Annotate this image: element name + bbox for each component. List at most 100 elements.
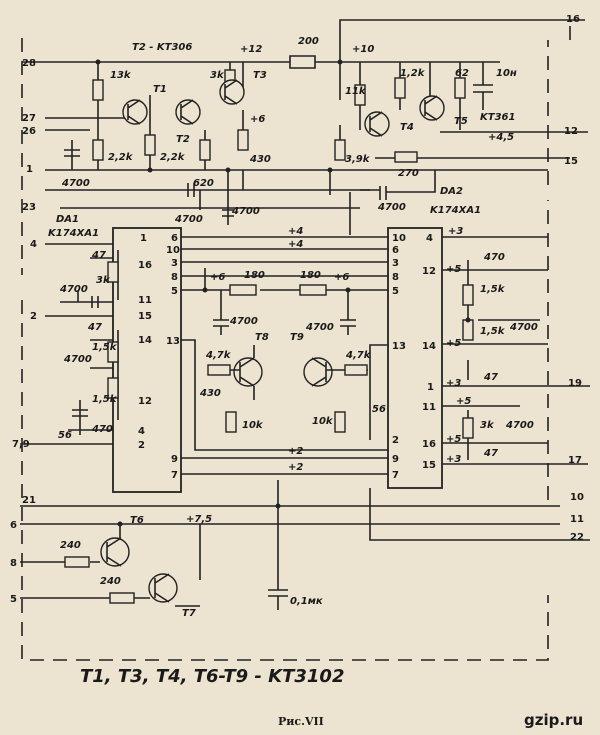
da2-pin-4: 4 bbox=[426, 233, 433, 244]
da2-pin-1: 1 bbox=[427, 382, 434, 393]
da1-pin-6: 6 bbox=[171, 233, 178, 244]
terminal-15: 15 bbox=[564, 156, 578, 167]
terminal-6: 6 bbox=[10, 520, 17, 531]
da1-pin-8: 8 bbox=[171, 272, 178, 283]
terminal-12: 12 bbox=[564, 126, 578, 137]
chip-wires bbox=[20, 236, 590, 475]
value-430-mid: 430 bbox=[199, 388, 221, 399]
rail-plus2-a: +2 bbox=[288, 446, 303, 457]
transistor-t1 bbox=[122, 99, 148, 125]
value-4700-i: 4700 bbox=[505, 420, 534, 431]
da2-pin-10: 10 bbox=[392, 233, 406, 244]
da2-pin-3: 3 bbox=[392, 258, 399, 269]
rail-plus6-b: +6 bbox=[334, 272, 349, 283]
da2-pin-7: 7 bbox=[392, 470, 399, 481]
value-4-7k-b: 4,7k bbox=[345, 350, 372, 361]
value-180-b: 180 bbox=[300, 270, 321, 281]
value-1-5k-c: 1,5k bbox=[480, 284, 506, 295]
da1-pin-16: 16 bbox=[138, 260, 152, 271]
terminal-19: 19 bbox=[568, 378, 582, 389]
value-47-a: 47 bbox=[91, 250, 106, 261]
terminal-28: 28 bbox=[22, 58, 36, 69]
label-t2: T2 bbox=[176, 134, 190, 145]
da2-pin-9: 9 bbox=[392, 454, 399, 465]
label-t6: T6 bbox=[130, 515, 144, 526]
value-10k-b: 10k bbox=[312, 416, 334, 427]
value-270: 270 bbox=[398, 168, 419, 179]
bottom-wires bbox=[20, 480, 590, 610]
transistor-t5 bbox=[419, 95, 445, 121]
value-13k: 13k bbox=[110, 70, 132, 81]
transistor-t3 bbox=[219, 79, 245, 105]
rail-plus6-top: +6 bbox=[250, 114, 265, 125]
terminal-10: 10 bbox=[570, 492, 584, 503]
component-values: 13k 3k 2,2k 2,2k 430 200 11k 1,2k 62 10н… bbox=[58, 36, 538, 607]
chip-da2 bbox=[387, 227, 443, 489]
value-4-7k-a: 4,7k bbox=[205, 350, 232, 361]
rail-plus2-b: +2 bbox=[288, 462, 303, 473]
value-47-c: 47 bbox=[483, 372, 498, 383]
da1-pin-2: 2 bbox=[138, 440, 145, 451]
top-resistors bbox=[92, 69, 466, 163]
da2-pin-8: 8 bbox=[392, 272, 399, 283]
label-t5: T5 bbox=[454, 116, 468, 127]
da2-name: DA2 bbox=[440, 186, 463, 197]
value-2-2k-a: 2,2k bbox=[108, 152, 134, 163]
value-470-a: 470 bbox=[91, 424, 113, 435]
terminal-17: 17 bbox=[568, 455, 582, 466]
value-240-a: 240 bbox=[60, 540, 81, 551]
value-47-d: 47 bbox=[483, 448, 498, 459]
terminal-1: 1 bbox=[26, 164, 33, 175]
value-11k: 11k bbox=[345, 86, 367, 97]
rail-plus5-b: +5 bbox=[446, 338, 461, 349]
da1-pin-5: 5 bbox=[171, 286, 178, 297]
value-3k-da1: 3k bbox=[96, 275, 111, 286]
value-1-2k: 1,2k bbox=[400, 68, 426, 79]
da1-pin-11: 11 bbox=[138, 295, 152, 306]
da1-pin-4: 4 bbox=[138, 426, 145, 437]
value-56-a: 56 bbox=[58, 430, 72, 441]
value-0-1mk: 0,1мк bbox=[290, 596, 323, 607]
rail-plus5-c: +5 bbox=[456, 396, 471, 407]
transistor-t2 bbox=[175, 99, 201, 125]
da2-pin-2: 2 bbox=[392, 435, 399, 446]
label-t9: T9 bbox=[290, 332, 304, 343]
transistor-note: T1, T3, T4, T6-T9 - KT3102 bbox=[80, 666, 344, 687]
rail-plus4-5: +4,5 bbox=[488, 132, 514, 143]
value-1-5k-d: 1,5k bbox=[480, 326, 506, 337]
value-4700-g: 4700 bbox=[305, 322, 334, 333]
label-t3: T3 bbox=[253, 70, 267, 81]
transistor-t6 bbox=[100, 537, 130, 567]
terminal-2: 2 bbox=[30, 311, 37, 322]
da1-type: K174XA1 bbox=[48, 228, 99, 239]
da1-pin-13: 13 bbox=[166, 336, 180, 347]
value-3k-da2: 3k bbox=[480, 420, 495, 431]
da1-pin-9: 9 bbox=[171, 454, 178, 465]
terminal-21: 21 bbox=[22, 495, 36, 506]
transistor-t7 bbox=[148, 573, 178, 603]
value-10n: 10н bbox=[496, 68, 517, 79]
value-430-top: 430 bbox=[249, 154, 271, 165]
da1-pin-3: 3 bbox=[171, 258, 178, 269]
rail-plus4-a: +4 bbox=[288, 226, 303, 237]
da1-pin-1: 1 bbox=[140, 233, 147, 244]
top-capacitors bbox=[64, 140, 234, 217]
da2-pin-11: 11 bbox=[422, 402, 436, 413]
terminal-labels: 28 27 26 1 23 4 2 7,9 21 6 8 5 16 12 15 … bbox=[10, 14, 584, 605]
resistor-240-a bbox=[64, 556, 90, 568]
figure-caption: Рис.VII bbox=[278, 715, 324, 728]
da2-type: K174XA1 bbox=[430, 205, 481, 216]
rail-plus7-5: +7,5 bbox=[186, 514, 212, 525]
rail-plus5-d: +5 bbox=[446, 434, 461, 445]
da2-pin-14: 14 bbox=[422, 341, 436, 352]
rail-plus3-c: +3 bbox=[446, 454, 461, 465]
value-4700-h: 4700 bbox=[509, 322, 538, 333]
da2-pin-16: 16 bbox=[422, 439, 436, 450]
terminal-8: 8 bbox=[10, 558, 17, 569]
da1-pin-7: 7 bbox=[171, 470, 178, 481]
label-t4: T4 bbox=[400, 122, 414, 133]
terminal-27: 27 bbox=[22, 113, 36, 124]
value-2-2k-b: 2,2k bbox=[160, 152, 186, 163]
terminal-22: 22 bbox=[570, 532, 584, 543]
